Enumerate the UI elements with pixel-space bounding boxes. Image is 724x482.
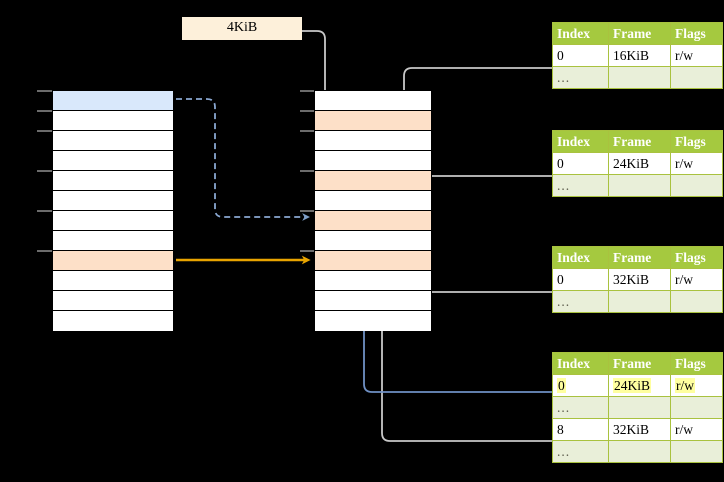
cell-index: ...	[552, 440, 609, 463]
physical-frame-row	[315, 311, 431, 331]
physical-memory-column	[314, 90, 432, 331]
table-row-ellipsis: ...	[552, 440, 723, 463]
column-header-index: Index	[552, 22, 609, 45]
cell-flags: r/w	[670, 268, 723, 291]
column-header-frame: Frame	[608, 130, 671, 153]
table-row-ellipsis: ...	[552, 174, 723, 197]
table-row-ellipsis: ...	[552, 396, 723, 419]
column-header-flags: Flags	[670, 246, 723, 269]
virtual-page-row	[53, 211, 173, 231]
cell-frame: 24KiB	[608, 152, 671, 175]
virtual-page-row	[53, 311, 173, 331]
middle-column-tickmarks	[300, 90, 315, 252]
physical-frame-row	[315, 191, 431, 211]
physical-frame-row	[315, 231, 431, 251]
connector-pt3-to-frame	[416, 263, 552, 293]
cell-index: 8	[552, 418, 609, 441]
virtual-page-row	[53, 271, 173, 291]
physical-frame-row	[315, 251, 431, 271]
cell-frame: 16KiB	[608, 44, 671, 67]
cell-frame: 32KiB	[608, 418, 671, 441]
physical-frame-row	[315, 151, 431, 171]
column-header-frame: Frame	[608, 22, 671, 45]
cell-flags: r/w	[670, 152, 723, 175]
cell-index: ...	[552, 290, 609, 313]
table-row-ellipsis: ...	[552, 66, 723, 89]
table-row-ellipsis: ...	[552, 290, 723, 313]
column-header-index: Index	[552, 352, 609, 375]
cell-index: ...	[552, 66, 609, 89]
virtual-page-row	[53, 131, 173, 151]
cell-frame: 24KiB	[608, 374, 671, 397]
physical-frame-row	[315, 211, 431, 231]
physical-frame-row	[315, 271, 431, 291]
physical-frame-row	[315, 91, 431, 111]
cell-frame	[608, 174, 671, 197]
column-header-flags: Flags	[670, 130, 723, 153]
page-size-label: 4KiB	[182, 17, 302, 40]
cell-index: ...	[552, 174, 609, 197]
cell-index: 0	[552, 374, 609, 397]
column-header-frame: Frame	[608, 352, 671, 375]
cell-flags: r/w	[670, 374, 723, 397]
column-header-index: Index	[552, 246, 609, 269]
physical-frame-row	[315, 111, 431, 131]
cell-flags: r/w	[670, 44, 723, 67]
cell-frame: 32KiB	[608, 268, 671, 291]
virtual-page-row	[53, 251, 173, 271]
cell-flags	[670, 440, 723, 463]
cell-index: 0	[552, 44, 609, 67]
virtual-page-row	[53, 231, 173, 251]
highlighted-value: 24KiB	[613, 377, 652, 393]
left-column-tickmarks	[37, 90, 52, 252]
cell-frame	[608, 396, 671, 419]
cell-flags: r/w	[670, 418, 723, 441]
column-header-flags: Flags	[670, 22, 723, 45]
cell-index: ...	[552, 396, 609, 419]
cell-flags	[670, 290, 723, 313]
highlighted-value: r/w	[675, 377, 695, 393]
virtual-page-row	[53, 111, 173, 131]
cell-flags	[670, 174, 723, 197]
cell-index: 0	[552, 268, 609, 291]
cell-flags	[670, 396, 723, 419]
cell-index: 0	[552, 152, 609, 175]
virtual-address-space-column	[52, 90, 174, 331]
cell-frame	[608, 66, 671, 89]
connector-pt2-to-frame	[416, 175, 552, 217]
connector-virtual-to-physical-dashed	[176, 98, 311, 221]
virtual-page-row	[53, 151, 173, 171]
cell-frame	[608, 440, 671, 463]
physical-frame-row	[315, 291, 431, 311]
column-header-frame: Frame	[608, 246, 671, 269]
cell-flags	[670, 66, 723, 89]
physical-frame-row	[315, 171, 431, 191]
virtual-page-row	[53, 91, 173, 111]
table-row: 0 24KiB r/w	[552, 374, 723, 397]
physical-frame-row	[315, 131, 431, 151]
column-header-index: Index	[552, 130, 609, 153]
cell-frame	[608, 290, 671, 313]
virtual-page-row	[53, 171, 173, 191]
highlighted-value: 0	[557, 377, 566, 393]
virtual-page-row	[53, 191, 173, 211]
page-size-label-text: 4KiB	[226, 20, 258, 35]
column-header-flags: Flags	[670, 352, 723, 375]
virtual-page-row	[53, 291, 173, 311]
